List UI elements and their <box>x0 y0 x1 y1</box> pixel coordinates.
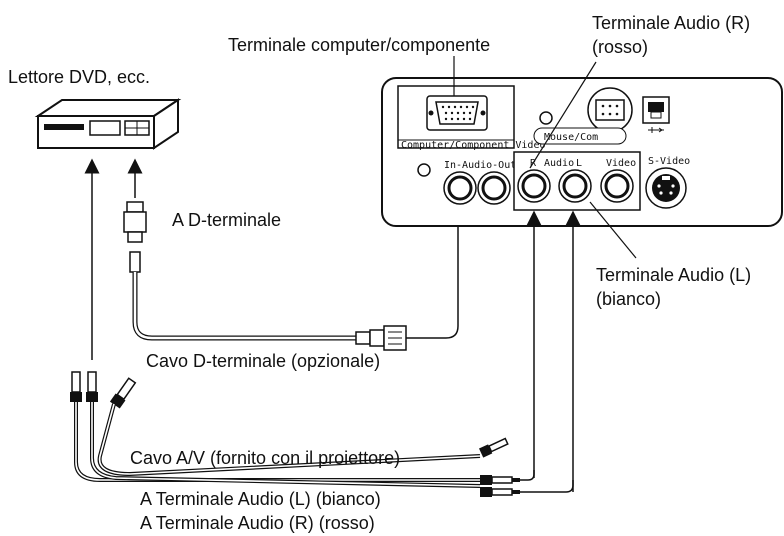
audio-in-jack-icon <box>443 171 477 205</box>
audio-out-jack-icon <box>477 171 511 205</box>
av-cable-label: Cavo A/V (fornito con il proiettore) <box>130 448 401 468</box>
rca-plug-right-r-icon <box>480 487 520 497</box>
in-audio-out-label: In-Audio-Out <box>444 160 516 171</box>
computer-terminal-label: Terminale computer/componente <box>228 35 491 55</box>
mouse-com-port-icon <box>587 87 633 133</box>
vga-port-icon <box>426 95 488 131</box>
audio-r-jack-icon <box>517 169 551 203</box>
mouse-com-label: Mouse/Com <box>544 132 598 143</box>
video-jack-icon <box>600 169 634 203</box>
vga-plug-icon <box>355 325 407 351</box>
to-audio-r-label: A Terminale Audio (R) (rosso) <box>140 513 375 533</box>
rca-plug-left-2-icon <box>86 371 98 402</box>
d-terminal-plug-icon <box>123 201 147 273</box>
vga-cable-up <box>406 132 466 339</box>
l-label: L <box>576 158 582 169</box>
audio-label: Audio <box>544 158 574 169</box>
d-terminal-cable <box>132 272 356 341</box>
audio-l-terminal-label-line1: Terminale Audio (L) <box>596 265 752 285</box>
rca-plug-left-1-icon <box>70 371 82 402</box>
audio-r-terminal-label-line1: Terminale Audio (R) <box>592 13 751 33</box>
pointer-audio-l-terminal <box>589 201 637 259</box>
to-audio-l-label: A Terminale Audio (L) (bianco) <box>140 489 381 509</box>
to-d-terminal-label: A D-terminale <box>172 210 282 230</box>
s-video-jack-icon <box>645 167 687 209</box>
video-label: Video <box>606 158 636 169</box>
dvd-player-icon <box>34 98 182 150</box>
av-cable <box>70 371 520 497</box>
rca-plug-right-l-icon <box>480 475 520 485</box>
usb-port-icon <box>642 96 670 133</box>
projector-panel: Computer/Component Video <box>381 77 783 227</box>
pointer-audio-r-terminal <box>529 61 597 169</box>
audio-l-jack-icon <box>558 169 592 203</box>
computer-component-video-label: Computer/Component Video <box>401 140 546 151</box>
rca-plug-left-3-icon <box>109 377 137 409</box>
audio-l-terminal-label-line2: (bianco) <box>596 289 662 309</box>
audio-r-terminal-label-line2: (rosso) <box>592 37 649 57</box>
d-terminal-cable-label: Cavo D-terminale (opzionale) <box>146 351 381 371</box>
s-video-label: S-Video <box>648 156 690 167</box>
dvd-player-label: Lettore DVD, ecc. <box>8 67 151 87</box>
rca-plug-right-video-icon <box>479 437 509 458</box>
